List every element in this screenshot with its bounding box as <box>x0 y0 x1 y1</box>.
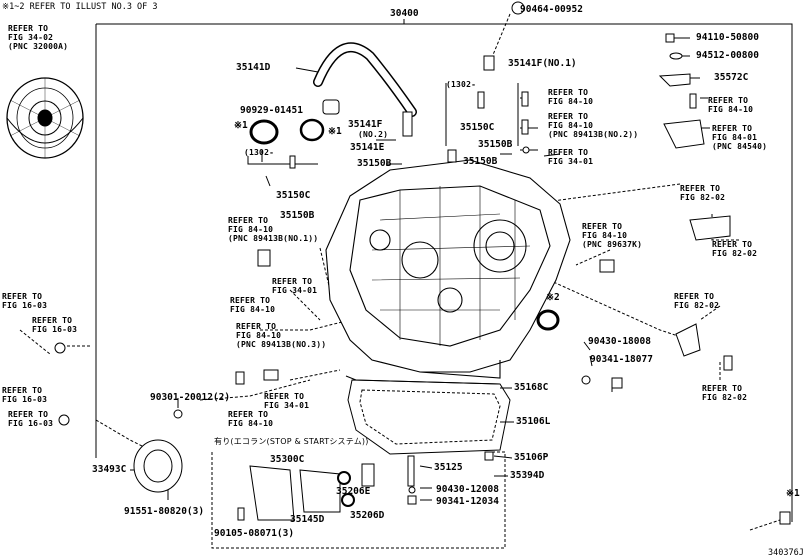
ref-fig-34-01-b[interactable]: REFER TO FIG 34-01 <box>272 277 318 295</box>
ref-fig-82-02-b[interactable]: REFER TO FIG 82-02 <box>712 240 758 258</box>
ref-fig-84-10-no2[interactable]: REFER TO FIG 84-10 (PNC 89413B(NO.2)) <box>548 112 639 139</box>
serial-1302-b: (1302- <box>446 80 477 89</box>
part-94512-00800[interactable]: 94512-00800 <box>696 50 759 61</box>
note-star1-a: ※1 <box>234 120 248 131</box>
footer-code: 340376J <box>768 548 804 558</box>
clamp-icon <box>511 1 525 15</box>
part-90430-12008[interactable]: 90430-12008 <box>436 484 499 495</box>
part-35206d[interactable]: 35206D <box>350 510 385 521</box>
part-90105-08071[interactable]: 90105-08071(3) <box>214 528 295 539</box>
part-35150c-a[interactable]: 35150C <box>276 190 311 201</box>
main-frame <box>96 23 793 522</box>
ref-fig-16-03-d[interactable]: REFER TO FIG 16-03 <box>8 410 54 428</box>
ref-fig-84-10-a[interactable]: REFER TO FIG 84-10 <box>548 88 594 106</box>
bolt-icon <box>521 91 529 107</box>
part-35150b-c[interactable]: 35150B <box>463 156 498 167</box>
oil-seal-3-icon <box>536 309 560 331</box>
bracket-3-icon <box>689 215 731 241</box>
ref-fig-82-02-d[interactable]: REFER TO FIG 82-02 <box>702 384 748 402</box>
ecoron-box <box>211 451 506 549</box>
ref-fig-84-01[interactable]: REFER TO FIG 84-01 (PNC 84540) <box>712 124 768 151</box>
ecoron-label: 有り(エコラン(STOP & STARTシステム)) <box>214 437 369 446</box>
sensor-icon <box>663 119 705 149</box>
ref-fig-84-10-c[interactable]: REFER TO FIG 84-10 <box>230 296 276 314</box>
bracket-2-icon <box>658 73 691 87</box>
part-35150b-b[interactable]: 35150B <box>357 158 392 169</box>
part-90301-20012[interactable]: 90301-20012(2) <box>150 392 231 403</box>
part-35141f-no1[interactable]: 35141F(NO.1) <box>508 58 577 69</box>
pipe-icon <box>361 463 375 487</box>
part-35168c[interactable]: 35168C <box>514 382 549 393</box>
ref-fig-34-01-c[interactable]: REFER TO FIG 34-01 <box>264 392 310 410</box>
ref-fig-84-10-89637k[interactable]: REFER TO FIG 84-10 (PNC 89637K) <box>582 222 643 249</box>
part-91551-80820[interactable]: 91551-80820(3) <box>124 506 205 517</box>
ref-fig-84-10-b[interactable]: REFER TO FIG 84-10 <box>708 96 754 114</box>
part-35141f-no2[interactable]: 35141F <box>348 119 383 130</box>
bolt-2-icon <box>407 455 415 487</box>
part-35141d[interactable]: 35141D <box>236 62 271 73</box>
ref-fig-84-10-d[interactable]: REFER TO FIG 84-10 <box>228 410 274 428</box>
oil-pan-icon <box>345 375 511 455</box>
nut-icon <box>665 33 675 43</box>
ref-fig-16-03-b[interactable]: REFER TO FIG 16-03 <box>32 316 78 334</box>
bracket-icon <box>322 99 340 115</box>
transaxle-housing-icon <box>325 159 571 379</box>
ref-fig-84-10-no3[interactable]: REFER TO FIG 84-10 (PNC 89413B(NO.3)) <box>236 322 327 349</box>
refer-note: ※1~2 REFER TO ILLUST NO.3 OF 3 <box>2 2 158 12</box>
part-35150b-a[interactable]: 35150B <box>280 210 315 221</box>
torque-converter-icon <box>6 77 84 159</box>
part-90341-18077[interactable]: 90341-18077 <box>590 354 653 365</box>
plug-icon <box>477 91 485 109</box>
ref-fig-16-03-c[interactable]: REFER TO FIG 16-03 <box>2 386 48 404</box>
sensor-2-icon <box>257 249 271 267</box>
part-35150b-d[interactable]: 35150B <box>478 139 513 150</box>
ref-fig-82-02-c[interactable]: REFER TO FIG 82-02 <box>674 292 720 310</box>
part-35106p[interactable]: 35106P <box>514 452 549 463</box>
part-90430-18008[interactable]: 90430-18008 <box>588 336 651 347</box>
note-star1-c: ※1 <box>786 488 800 499</box>
part-33493c[interactable]: 33493C <box>92 464 127 475</box>
part-35150c-b[interactable]: 35150C <box>460 122 495 133</box>
oil-seal-2-icon <box>299 118 325 142</box>
union-icon <box>483 55 495 71</box>
ref-fig-34-01-a[interactable]: REFER TO FIG 34-01 <box>548 148 594 166</box>
serial-1302-a: (1302- <box>244 148 275 157</box>
part-90341-12034[interactable]: 90341-12034 <box>436 496 499 507</box>
part-94110-50800[interactable]: 94110-50800 <box>696 32 759 43</box>
part-35141f-no2-suffix: (NO.2) <box>358 130 389 139</box>
part-35300c[interactable]: 35300C <box>270 454 305 465</box>
ref-fig-16-03-a[interactable]: REFER TO FIG 16-03 <box>2 292 48 310</box>
part-90464-00952[interactable]: 90464-00952 <box>520 4 583 15</box>
note-star2: ※2 <box>546 292 560 303</box>
valve-body-icon <box>249 465 295 521</box>
part-35141e[interactable]: 35141E <box>350 142 385 153</box>
main-part-number[interactable]: 30400 <box>390 8 419 19</box>
part-35145d[interactable]: 35145D <box>290 514 325 525</box>
part-35394d[interactable]: 35394D <box>510 470 545 481</box>
part-35106l[interactable]: 35106L <box>516 416 551 427</box>
gasket-icon <box>299 469 341 513</box>
part-35572c[interactable]: 35572C <box>714 72 749 83</box>
ref-fig-84-10-no1[interactable]: REFER TO FIG 84-10 (PNC 89413B(NO.1)) <box>228 216 319 243</box>
ref-fig-34-02[interactable]: REFER TO FIG 34-02 (PNC 32000A) <box>8 24 69 51</box>
nipple-icon <box>402 111 413 137</box>
oil-seal-icon <box>249 119 279 145</box>
ref-fig-82-02-a[interactable]: REFER TO FIG 82-02 <box>680 184 726 202</box>
part-35125[interactable]: 35125 <box>434 462 463 473</box>
note-star1-b: ※1 <box>328 126 342 137</box>
speed-sensor-icon <box>599 259 615 273</box>
part-90929-01451[interactable]: 90929-01451 <box>240 105 303 116</box>
part-35206e[interactable]: 35206E <box>336 486 371 497</box>
